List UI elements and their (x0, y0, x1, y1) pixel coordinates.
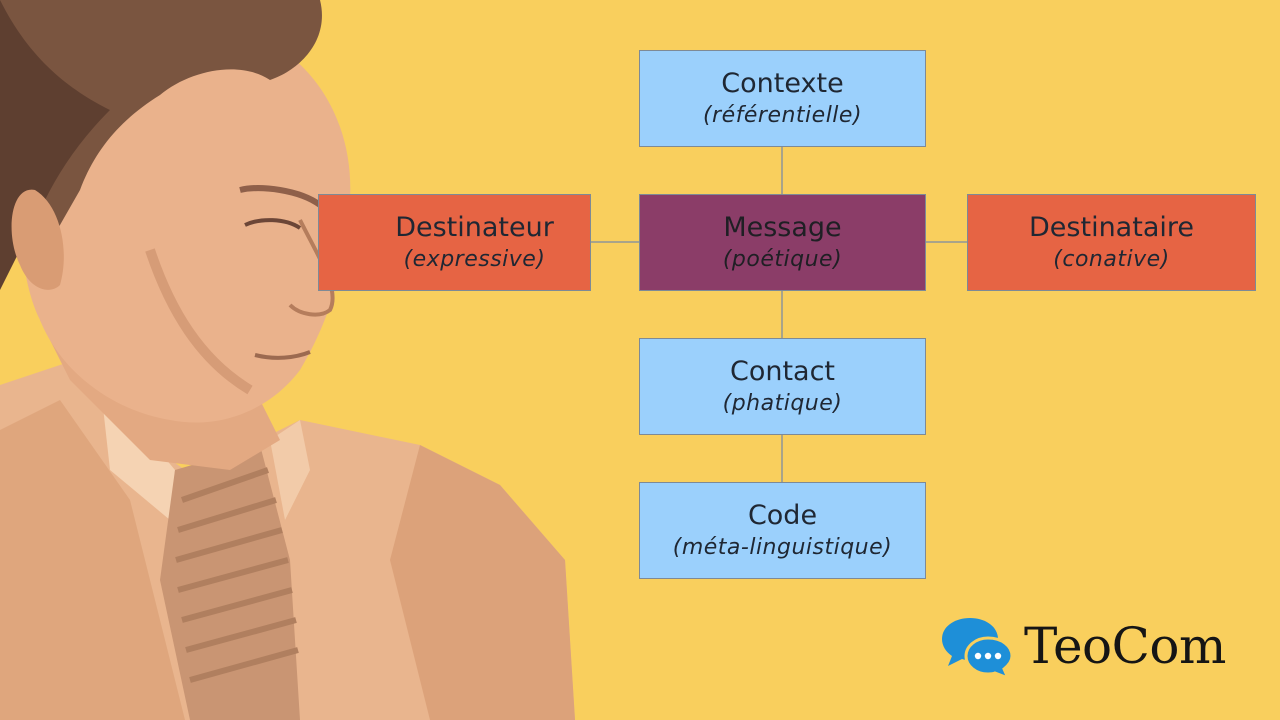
code-box: Code (méta-linguistique) (639, 482, 926, 579)
receiver-title: Destinataire (1029, 211, 1194, 243)
connector-message-contact (781, 290, 783, 338)
contact-title: Contact (729, 355, 836, 387)
message-box: Message (poétique) (639, 194, 926, 291)
sender-function: (expressive) (403, 246, 546, 272)
sender-box: Destinateur (expressive) (318, 194, 591, 291)
message-function: (poétique) (722, 246, 843, 272)
connector-sender-message (590, 241, 639, 243)
connector-message-receiver (925, 241, 968, 243)
message-title: Message (723, 211, 842, 243)
portrait-photo (0, 0, 575, 720)
brand-name: TeoCom (1024, 617, 1226, 675)
receiver-function: (conative) (1053, 246, 1170, 272)
receiver-box: Destinataire (conative) (967, 194, 1256, 291)
context-function: (référentielle) (702, 102, 863, 128)
brand-logo: TeoCom (940, 612, 1226, 680)
speech-bubbles-icon (942, 618, 1014, 678)
connector-context-message (781, 146, 783, 194)
sender-title: Destinateur (395, 211, 554, 243)
connector-contact-code (781, 434, 783, 483)
context-box: Contexte (référentielle) (639, 50, 926, 147)
contact-function: (phatique) (722, 390, 843, 416)
context-title: Contexte (721, 67, 844, 99)
code-function: (méta-linguistique) (672, 534, 893, 560)
contact-box: Contact (phatique) (639, 338, 926, 435)
code-title: Code (747, 499, 818, 531)
